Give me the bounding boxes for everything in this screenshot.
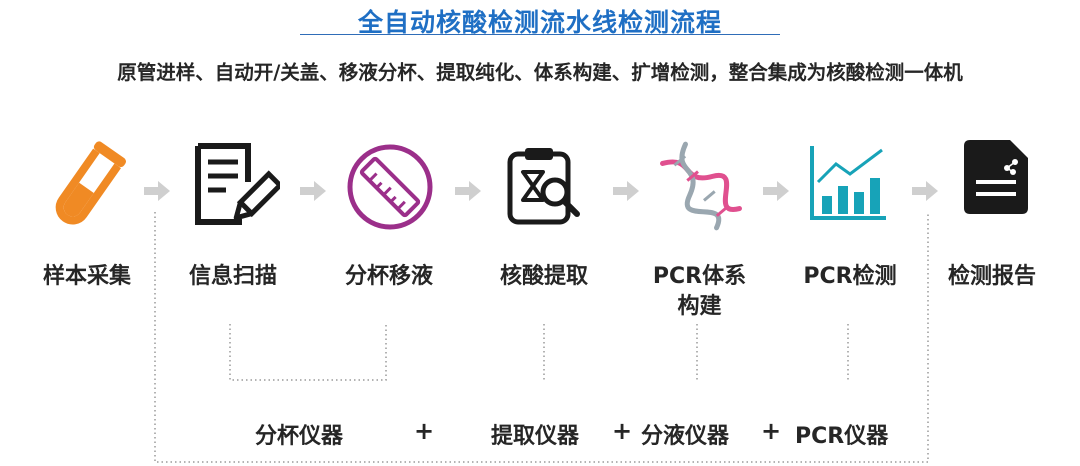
bar-chart-icon [810, 146, 886, 220]
report-document-icon [964, 140, 1028, 214]
clipboard-search-icon [507, 148, 580, 225]
plus-sign: + [414, 417, 435, 445]
plus-sign: + [761, 417, 782, 445]
device-label-liquid-dispensing: 分液仪器 [641, 424, 730, 449]
step-label-pcr-system: PCR体系构建 [652, 264, 747, 319]
device-label-extraction: 提取仪器 [491, 424, 580, 449]
flow-arrow [300, 181, 326, 201]
step-label-info-scan: 信息扫描 [188, 264, 277, 289]
step-label-pcr-detection: PCR检测 [803, 264, 897, 289]
flow-arrow [763, 181, 789, 201]
flow-arrow [144, 181, 170, 201]
page-title: 全自动核酸检测流水线检测流程 [357, 8, 722, 37]
plus-sign: + [612, 417, 633, 445]
device-label-pcr: PCR仪器 [795, 424, 889, 449]
pipette-ruler-icon [347, 144, 433, 230]
title-underline [300, 34, 780, 35]
step-label-extraction: 核酸提取 [499, 264, 588, 289]
subtitle: 原管进样、自动开/关盖、移液分杯、提取纯化、体系构建、扩增检测，整合集成为核酸检… [117, 61, 963, 84]
step-label-report: 检测报告 [947, 264, 1036, 289]
flow-arrow [613, 181, 639, 201]
flow-arrow [912, 181, 938, 201]
test-tube-icon [55, 141, 126, 225]
step-label-pipetting: 分杯移液 [344, 264, 433, 289]
dna-helix-icon [660, 141, 742, 231]
device-label-dispensing: 分杯仪器 [255, 424, 344, 449]
flow-arrow [455, 181, 481, 201]
step-label-sample-collection: 样本采集 [42, 264, 131, 289]
document-edit-icon [195, 143, 280, 225]
